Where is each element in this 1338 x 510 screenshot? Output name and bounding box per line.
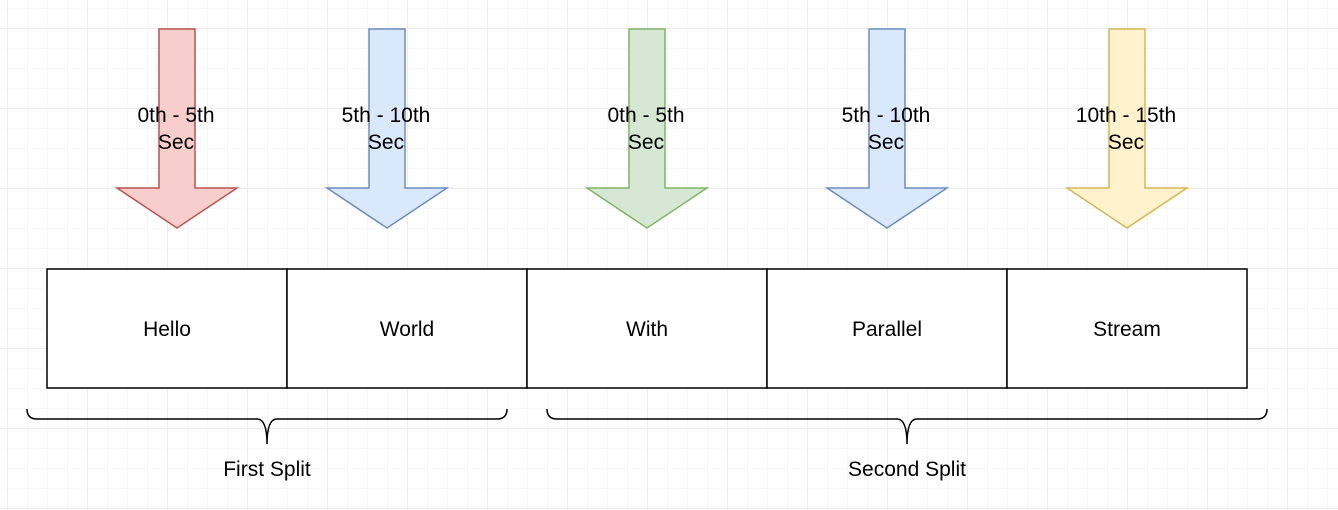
cell-label-parallel: Parallel — [851, 318, 923, 341]
arrow-label-2: 5th - 10th Sec — [341, 104, 431, 154]
cell-box-world — [286, 268, 528, 389]
arrow-label-3: 0th - 5th Sec — [607, 104, 685, 154]
arrow-label-5: 10th - 15th Sec — [1075, 104, 1177, 154]
down-arrow-3 — [584, 28, 710, 229]
down-arrow-1 — [114, 28, 240, 229]
cell-label-world: World — [379, 318, 435, 341]
down-arrow-4 — [824, 28, 950, 229]
down-arrow-2 — [324, 28, 450, 229]
second-split-label: Second Split — [848, 458, 966, 481]
arrows-layer — [114, 28, 1190, 229]
down-arrow-5 — [1064, 28, 1190, 229]
arrow-label-1: 0th - 5th Sec — [137, 104, 215, 154]
cell-box-parallel — [766, 268, 1008, 389]
cell-box-with — [526, 268, 768, 389]
first-split-label: First Split — [223, 458, 311, 481]
second-split-brace — [546, 408, 1268, 445]
arrow-label-4: 5th - 10th Sec — [841, 104, 931, 154]
braces-layer — [26, 408, 1268, 445]
first-split-brace — [26, 408, 508, 445]
cells-layer — [46, 268, 1248, 389]
cell-label-with: With — [626, 318, 668, 341]
cell-label-hello: Hello — [143, 318, 191, 341]
cell-label-stream: Stream — [1093, 318, 1161, 341]
cell-box-stream — [1006, 268, 1248, 389]
